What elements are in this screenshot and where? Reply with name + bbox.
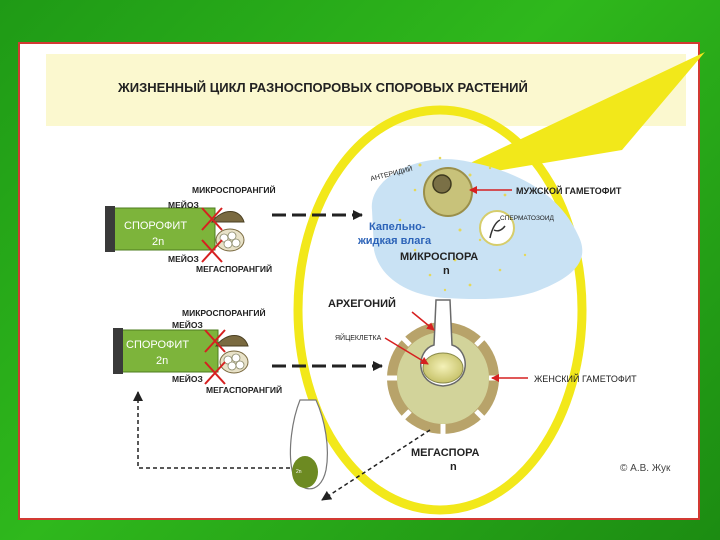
highlight-beam	[430, 52, 705, 182]
spermatozoid-icon	[489, 219, 506, 239]
sporophyte-box	[117, 329, 219, 373]
label-meiosis-2a: МЕЙОЗ	[172, 319, 203, 330]
water-sparkles	[398, 156, 527, 292]
zygote-ploidy: 2n	[296, 469, 302, 475]
label-megasporangium-1: МЕГАСПОРАНГИЙ	[196, 263, 272, 274]
egg-cell	[422, 352, 464, 384]
sporophyte-box	[109, 207, 216, 251]
pointer-archegonium	[411, 311, 435, 331]
label-meiosis-2b: МЕЙОЗ	[172, 373, 203, 384]
sporophyte-1: СПОРОФИТ 2n	[105, 206, 245, 263]
pointer-egg-cell	[384, 337, 429, 365]
page-title: ЖИЗНЕННЫЙ ЦИКЛ РАЗНОСПОРОВЫХ СПОРОВЫХ РА…	[118, 80, 528, 95]
spermatozoid-bubble	[479, 210, 515, 246]
label-female-gametophyte: ЖЕНСКИЙ ГАМЕТОФИТ	[534, 373, 637, 384]
zygote	[292, 456, 318, 488]
label-microspore: МИКРОСПОРА	[400, 251, 478, 263]
sporophyte-label: СПОРОФИТ	[124, 220, 187, 232]
label-spermatozoid: СПЕРМАТОЗОИД	[500, 215, 555, 222]
label-microsporangium-2: МИКРОСПОРАНГИЙ	[182, 307, 266, 318]
young-sporophyte: 2n	[289, 399, 328, 490]
female-gametophyte	[387, 299, 499, 434]
label-egg-cell: ЯЙЦЕКЛЕТКА	[335, 333, 382, 342]
arrow-fertilization	[321, 429, 431, 501]
label-liquid-water-2: жидкая влага	[357, 235, 432, 247]
label-meiosis-1b: МЕЙОЗ	[168, 253, 199, 264]
label-megasporangium-2: МЕГАСПОРАНГИЙ	[206, 384, 282, 395]
highlight-ring	[293, 105, 587, 515]
label-meiosis-1a: МЕЙОЗ	[168, 199, 199, 210]
copyright-note: © А.В. Жук	[620, 463, 671, 474]
label-male-gametophyte: МУЖСКОЙ ГАМЕТОФИТ	[516, 185, 622, 196]
microsporangium	[211, 211, 245, 223]
sporophyte-2: СПОРОФИТ 2n	[113, 328, 249, 385]
label-liquid-water-1: Капельно-	[369, 221, 426, 233]
sporophyte-ploidy: 2n	[152, 236, 164, 248]
antheridium	[432, 174, 452, 194]
label-archegonium: АРХЕГОНИЙ	[328, 297, 396, 310]
microsporangium	[215, 335, 249, 347]
label-megaspore-ploidy: n	[450, 461, 457, 473]
sporophyte-ploidy: 2n	[156, 355, 168, 367]
label-microsporangium-1: МИКРОСПОРАНГИЙ	[192, 184, 276, 195]
sporophyte-label: СПОРОФИТ	[126, 339, 189, 351]
arrow-return-to-sporophyte	[133, 391, 290, 469]
label-microspore-ploidy: n	[443, 265, 450, 277]
male-gametophyte	[423, 167, 473, 217]
label-megaspore: МЕГАСПОРА	[411, 447, 479, 459]
